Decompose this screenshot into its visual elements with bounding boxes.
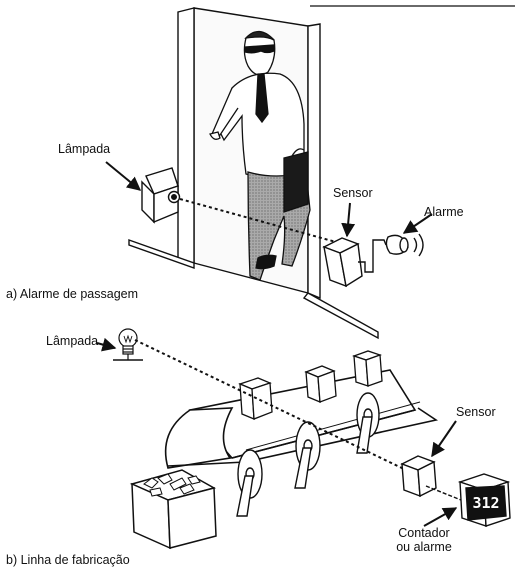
sensor-counter-wire [425,485,467,503]
roller-front [236,449,263,517]
roller-middle [294,421,321,489]
man-hand [209,131,221,140]
panel-a-passage-alarm [105,5,515,340]
light-beam-b [134,339,407,471]
light-bulb [113,328,143,361]
caption-panel-a: a) Alarme de passagem [6,287,139,301]
man-sunglasses [244,44,275,54]
sensor-label-arrow-b [431,420,457,458]
sensor-unit-b [400,455,437,498]
lamp-label-arrow-a [105,161,142,191]
sensor-alarm-wire [358,239,387,273]
light-beam-a [179,198,337,243]
walking-man-figure [209,30,311,281]
roller-back [356,392,380,454]
alarm-label: Alarme [424,205,464,219]
sensor-label-b: Sensor [456,405,496,419]
counter-display: 312 [472,494,499,512]
belt-front-edge [231,409,416,459]
lamp-unit [141,167,181,224]
panel-b-production-line: 312 [96,328,511,550]
man-left-shoe [255,254,277,270]
counter-device: 312 [457,473,511,527]
counter-label: Contador ou alarme [384,526,464,555]
counter-label-line2: ou alarme [396,540,452,555]
man-tie [255,73,269,124]
alarm-label-arrow [402,213,433,234]
briefcase-handle [291,148,305,157]
lamp-label-b: Lâmpada [46,334,99,348]
sensor-unit-a [322,237,363,288]
caption-panel-b: b) Linha de fabricação [6,553,130,567]
man-hair [244,30,275,41]
collection-bin [129,469,217,550]
sensor-label-a: Sensor [333,186,373,200]
alarm-bell [385,233,424,257]
counter-label-arrow [423,507,458,527]
product-box-3 [352,350,383,387]
lamp-label-arrow-b [96,337,117,352]
counter-label-line1: Contador [398,526,450,540]
product-box-2 [304,365,337,404]
lamp-label-a: Lâmpada [58,142,111,156]
sensor-label-arrow-a [341,202,356,238]
belt-front-bottom [167,407,439,467]
belt-left-end [164,407,234,469]
briefcase [283,151,309,213]
